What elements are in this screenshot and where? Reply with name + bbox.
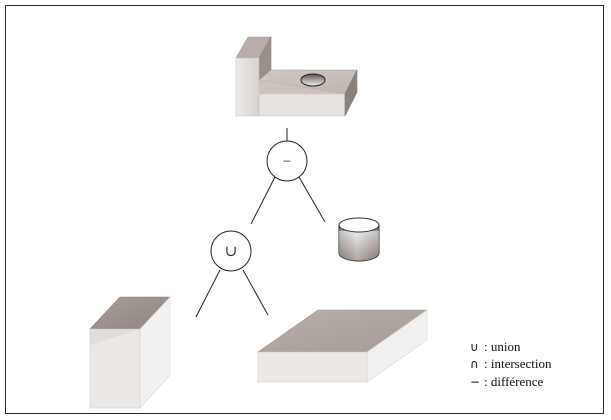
difference-node: − xyxy=(266,140,308,182)
union-symbol: ∪ xyxy=(225,244,238,260)
difference-symbol: − xyxy=(283,154,291,170)
edge-diff-to-union xyxy=(250,176,276,225)
legend-label-intersection: : intersection xyxy=(484,356,552,371)
legend-symbol-intersection: ∩ xyxy=(470,357,479,371)
legend-label-union: : union xyxy=(484,339,521,354)
flat-slab-solid xyxy=(257,309,428,383)
tall-block-solid xyxy=(89,296,171,409)
legend-item-union: ∪ : union xyxy=(470,339,521,354)
legend: ∪ : union ∩ : intersection − : différenc… xyxy=(470,339,552,389)
legend-item-difference: − : différence xyxy=(470,374,544,389)
edge-diff-to-cylinder xyxy=(298,176,326,223)
cylinder-solid xyxy=(338,217,380,262)
edge-union-to-block xyxy=(195,269,221,318)
edge-union-to-slab xyxy=(242,269,269,316)
legend-label-difference: : différence xyxy=(484,374,544,389)
legend-item-intersection: ∩ : intersection xyxy=(470,356,552,371)
legend-symbol-union: ∪ xyxy=(470,340,479,354)
union-node: ∪ xyxy=(210,230,252,272)
legend-symbol-difference: − xyxy=(470,375,480,389)
result-l-shaped-solid xyxy=(235,35,358,117)
